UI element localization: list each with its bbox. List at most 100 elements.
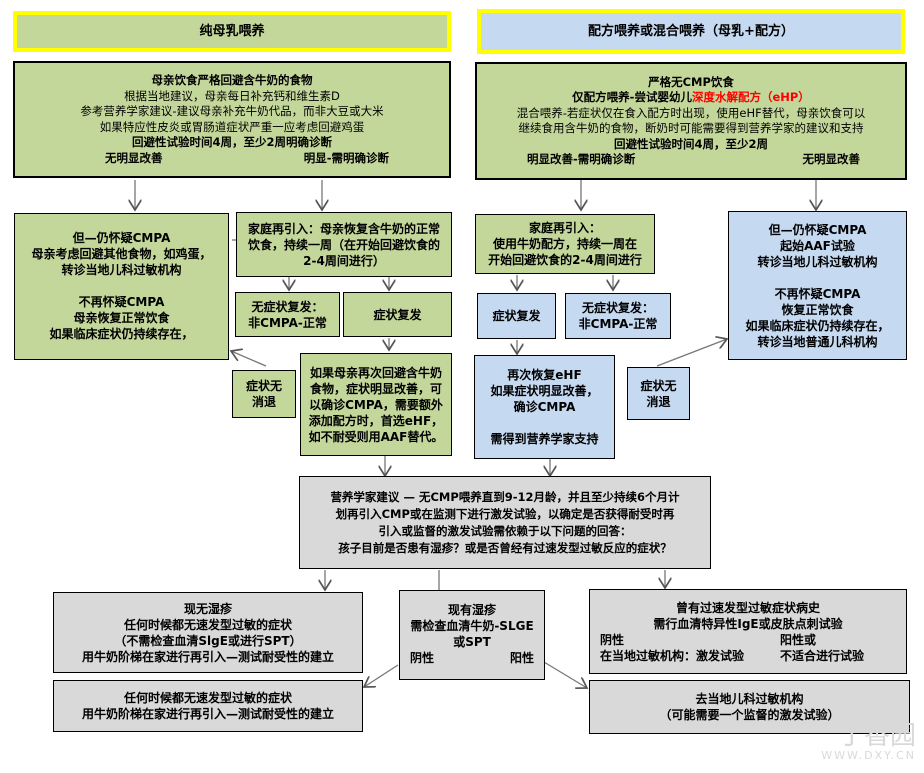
- header-breastfeeding: 纯母乳喂养: [13, 11, 451, 52]
- right-elimination-box: 严格无CMP饮食 仅配方喂养-尝试婴幼儿深度水解配方（eHP） 混合喂养-若症状…: [475, 62, 907, 180]
- header-formula-feeding-label: 配方喂养或混合喂养（母乳+配方）: [588, 23, 794, 39]
- immediate-history-box: 曾有过速发型过敏症状病史 需行血清特异性IgE或皮肤点刺试验 阴性 阳性或 在当…: [589, 589, 907, 674]
- text: 再次恢复eHF: [507, 368, 582, 382]
- text: 如果特应性皮炎或胃肠道症状严重一应考虑回避鸡蛋: [99, 119, 365, 134]
- text: 症状无: [245, 379, 282, 393]
- negative-label: 阴性: [410, 651, 435, 665]
- text: 仅配方喂养-尝试婴幼儿深度水解配方（eHP）: [477, 90, 905, 106]
- text: 引入或监督的激发试验需依赖于以下问题的回答：: [378, 523, 632, 538]
- text: 症状无: [640, 378, 677, 393]
- text: 家庭再引入：母亲恢复含牛奶的正常饮食，持续一周（在开始回避饮食的2-4周间进行）: [247, 221, 440, 268]
- text: 严格无CMP饮食: [648, 74, 734, 89]
- text: 需行血清特异性IgE或皮肤点刺试验: [653, 616, 843, 631]
- right-home-reintro-box: 家庭再引入： 使用牛奶配方，持续一周在 开始回避饮食的2-4周间进行: [475, 214, 655, 274]
- negative-label: 阴性: [600, 632, 625, 647]
- right-still-suspect-box: 但—仍怀疑CMPA 起始AAF试验 转诊当地儿科过敏机构 不再怀疑CMPA 恢复…: [728, 211, 907, 360]
- text: （不需检查血清SlgE或进行SPT）: [114, 633, 302, 648]
- text: 症状复发: [492, 309, 541, 323]
- text: 不再怀疑CMPA: [774, 286, 861, 301]
- text: 继续食用含牛奶的食物，断奶时可能需要得到营养学家的建议和支持: [518, 121, 864, 135]
- text: 混合喂养-若症状仅在食入配方时出现，使用eHF替代，母亲饮食可以: [516, 105, 866, 120]
- header-formula-feeding: 配方喂养或混合喂养（母乳+配方）: [477, 9, 905, 54]
- left-no-resolve-box: 症状无 消退: [232, 370, 296, 418]
- text: 如果临床症状仍持续存在，: [49, 327, 194, 341]
- left-still-suspect-box: 但—仍怀疑CMPA 母亲考虑回避其他食物，如鸡蛋， 转诊当地儿科过敏机构 不再怀…: [14, 213, 229, 360]
- right-recurrence-box: 症状复发: [477, 293, 556, 339]
- text: 孩子目前是否患有湿疹？或是否曾经有过速发型过敏反应的症状？: [338, 540, 672, 555]
- left-elimination-box: 母亲饮食严格回避含牛奶的食物 根据当地建议，母亲每日补充钙和维生素D 参考营养学…: [13, 61, 451, 178]
- text: 划再引入CMP或在监测下进行激发试验，以确定是否获得耐受时再: [335, 506, 675, 521]
- right-no-recurrence-box: 无症状复发： 非CMPA-正常: [565, 293, 671, 339]
- positive-action: 不适合进行试验: [780, 648, 865, 663]
- outcome-improvement: 明显-需明确诊断: [303, 150, 389, 165]
- text: 根据当地建议，母亲每日补充钙和维生素D: [124, 88, 340, 103]
- text: 曾有过速发型过敏症状病史: [675, 600, 820, 615]
- outcome-no-improvement: 无明显改善: [802, 152, 861, 166]
- result-grid: 阴性 阳性或 在当地过敏机构：激发试验 不适合进行试验: [590, 632, 906, 664]
- left-confirm-cmpa-box: 如果母亲再次回避含牛奶食物，症状明显改善，可以确诊CMPA，需要额外添加配方时，…: [300, 353, 452, 456]
- text: 需检查血清牛奶-SLGE: [410, 619, 534, 633]
- refer-allergy-box: 去当地儿科过敏机构 （可能需要一个监督的激发试验）: [589, 680, 910, 734]
- text: 如果症状明显改善，: [490, 384, 599, 398]
- text: 仅配方喂养-尝试婴幼儿: [572, 90, 692, 104]
- text: 恢复正常饮食: [781, 302, 854, 317]
- text: 起始AAF试验: [780, 238, 855, 253]
- home-reintro-box: 任何时候都无速发型过敏的症状 用牛奶阶梯在家进行再引入—测试耐受性的建立: [53, 680, 363, 732]
- left-no-recurrence-box: 无症状复发： 非CMPA-正常: [235, 292, 340, 337]
- positive-label: 阳性或: [780, 632, 817, 647]
- text: 非CMPA-正常: [248, 315, 327, 330]
- text: 现无湿疹: [183, 601, 232, 616]
- text: 转诊当地儿科过敏机构: [757, 254, 878, 269]
- text: 消退: [646, 394, 671, 409]
- text: 需得到营养学家支持: [490, 432, 599, 446]
- outcome-row: 明显改善-需明确诊断 无明显改善: [477, 152, 905, 168]
- outcome-improvement: 明显改善-需明确诊断: [527, 152, 636, 166]
- text: 无症状复发：: [251, 299, 324, 314]
- text: 非CMPA-正常: [578, 317, 658, 331]
- text: 现有湿疹: [447, 603, 496, 617]
- text: 任何时候都无速发型过敏的症状: [123, 691, 292, 705]
- text: 用牛奶阶梯在家进行再引入—测试耐受性的建立: [81, 707, 334, 721]
- text: 但—仍怀疑CMPA: [72, 231, 171, 245]
- text: 不再怀疑CMPA: [78, 295, 165, 309]
- text: 消退: [251, 395, 276, 409]
- text: 用牛奶阶梯在家进行再引入—测试耐受性的建立: [81, 649, 334, 664]
- dietitian-advice-box: 营养学家建议 — 无CMP喂养直到9-12月龄，并且至少持续6个月计 划再引入C…: [299, 476, 711, 569]
- watermark-url: WWW.DXY.CN: [821, 749, 916, 762]
- text: 但—仍怀疑CMPA: [768, 222, 867, 237]
- watermark-brand: 丁香园: [837, 721, 916, 751]
- text: 使用牛奶配方，持续一周在: [492, 237, 637, 251]
- text: 回避性试验时间4周，至少2周明确诊断: [131, 135, 332, 149]
- text: 母亲考虑回避其他食物，如鸡蛋，: [31, 247, 212, 261]
- right-confirm-cmpa-box: 再次恢复eHF 如果症状明显改善， 确诊CMPA 需得到营养学家支持: [474, 355, 615, 459]
- positive-label: 阳性: [509, 651, 534, 665]
- left-recurrence-box: 症状复发: [343, 292, 452, 337]
- no-eczema-box: 现无湿疹 任何时候都无速发型过敏的症状 （不需检查血清SlgE或进行SPT） 用…: [53, 592, 363, 673]
- outcome-no-improvement: 无明显改善: [105, 150, 163, 165]
- negative-action: 在当地过敏机构：激发试验: [600, 648, 745, 663]
- text: （可能需要一个监督的激发试验）: [659, 708, 840, 722]
- text: 去当地儿科过敏机构: [695, 692, 804, 706]
- eczema-box: 现有湿疹 需检查血清牛奶-SLGE 或SPT 阴性 阳性: [399, 590, 545, 680]
- text: 确诊CMPA: [513, 400, 576, 414]
- text: 转诊当地普通儿科机构: [757, 334, 878, 349]
- result-row: 阴性 阳性: [400, 650, 544, 668]
- text: 回避性试验时间4周，至少2周: [613, 136, 768, 151]
- watermark: 丁香园 WWW.DXY.CN: [821, 723, 916, 763]
- right-no-resolve-box: 症状无 消退: [627, 367, 690, 420]
- text: 母亲恢复正常饮食: [73, 311, 170, 325]
- outcome-row: 无明显改善 明显-需明确诊断: [15, 151, 449, 167]
- text: 转诊当地儿科过敏机构: [61, 263, 182, 277]
- text: 无症状复发：: [581, 301, 654, 315]
- highlight-ehp: 深度水解配方（eHP）: [691, 90, 810, 104]
- text: 任何时候都无速发型过敏的症状: [123, 617, 292, 632]
- text: 开始回避饮食的2-4周间进行: [488, 253, 642, 267]
- left-home-reintro-box: 家庭再引入：母亲恢复含牛奶的正常饮食，持续一周（在开始回避饮食的2-4周间进行）: [236, 212, 452, 277]
- text: 症状复发: [373, 307, 422, 322]
- text: 或SPT: [453, 635, 491, 649]
- header-breastfeeding-label: 纯母乳喂养: [199, 23, 265, 39]
- text: 参考营养学家建议-建议母亲补充牛奶代品，而非大豆或大米: [80, 104, 384, 118]
- text: 如果临床症状仍持续存在，: [745, 318, 890, 333]
- text: 如果母亲再次回避含牛奶食物，症状明显改善，可以确诊CMPA，需要额外添加配方时，…: [308, 365, 444, 444]
